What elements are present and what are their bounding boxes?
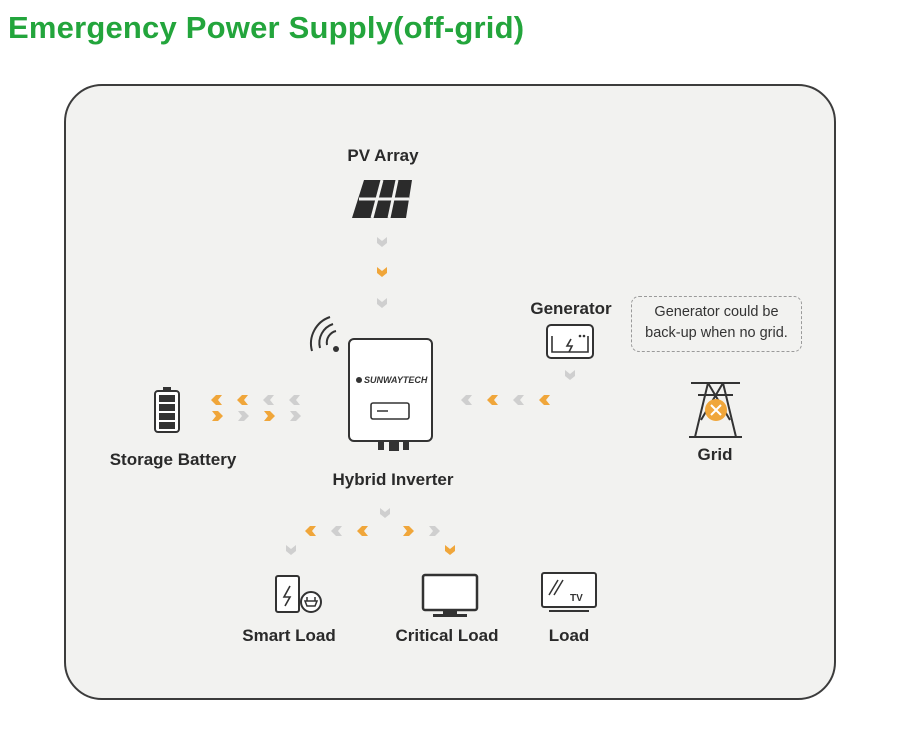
load-label: Load: [548, 626, 590, 645]
critical-load-label: Critical Load: [395, 626, 499, 645]
wifi-icon: [309, 316, 339, 352]
hybrid-inverter-icon: [348, 338, 433, 451]
generator-down-arrow: [565, 370, 575, 380]
hybrid-inverter-label: Hybrid Inverter: [332, 470, 454, 489]
page-title: Emergency Power Supply(off-grid): [8, 10, 525, 45]
grid-label: Grid: [697, 445, 733, 464]
tv-icon: [541, 572, 597, 612]
storage-battery-label: Storage Battery: [109, 450, 237, 469]
generator-note: Generator could be back-up when no grid.: [631, 296, 802, 352]
load-flow-arrows: [286, 508, 455, 555]
generator-label: Generator: [530, 299, 612, 318]
inverter-brand: SUNWAYTECH: [364, 375, 428, 385]
battery-icon: [154, 387, 180, 433]
generator-flow-arrows: [461, 395, 550, 405]
note-line-1: Generator could be: [654, 304, 779, 320]
solar-panel-icon: [352, 179, 412, 219]
tv-label: TV: [570, 593, 583, 604]
smart-load-label: Smart Load: [242, 626, 336, 645]
pv-flow-arrows: [377, 237, 387, 308]
pv-array-label: PV Array: [347, 146, 419, 165]
monitor-icon: [421, 573, 479, 617]
note-line-2: back-up when no grid.: [645, 325, 788, 341]
smart-load-icon: [275, 575, 322, 613]
grid-disconnected-icon: [705, 399, 727, 421]
battery-flow-arrows: [211, 395, 301, 421]
generator-icon: [546, 324, 594, 359]
